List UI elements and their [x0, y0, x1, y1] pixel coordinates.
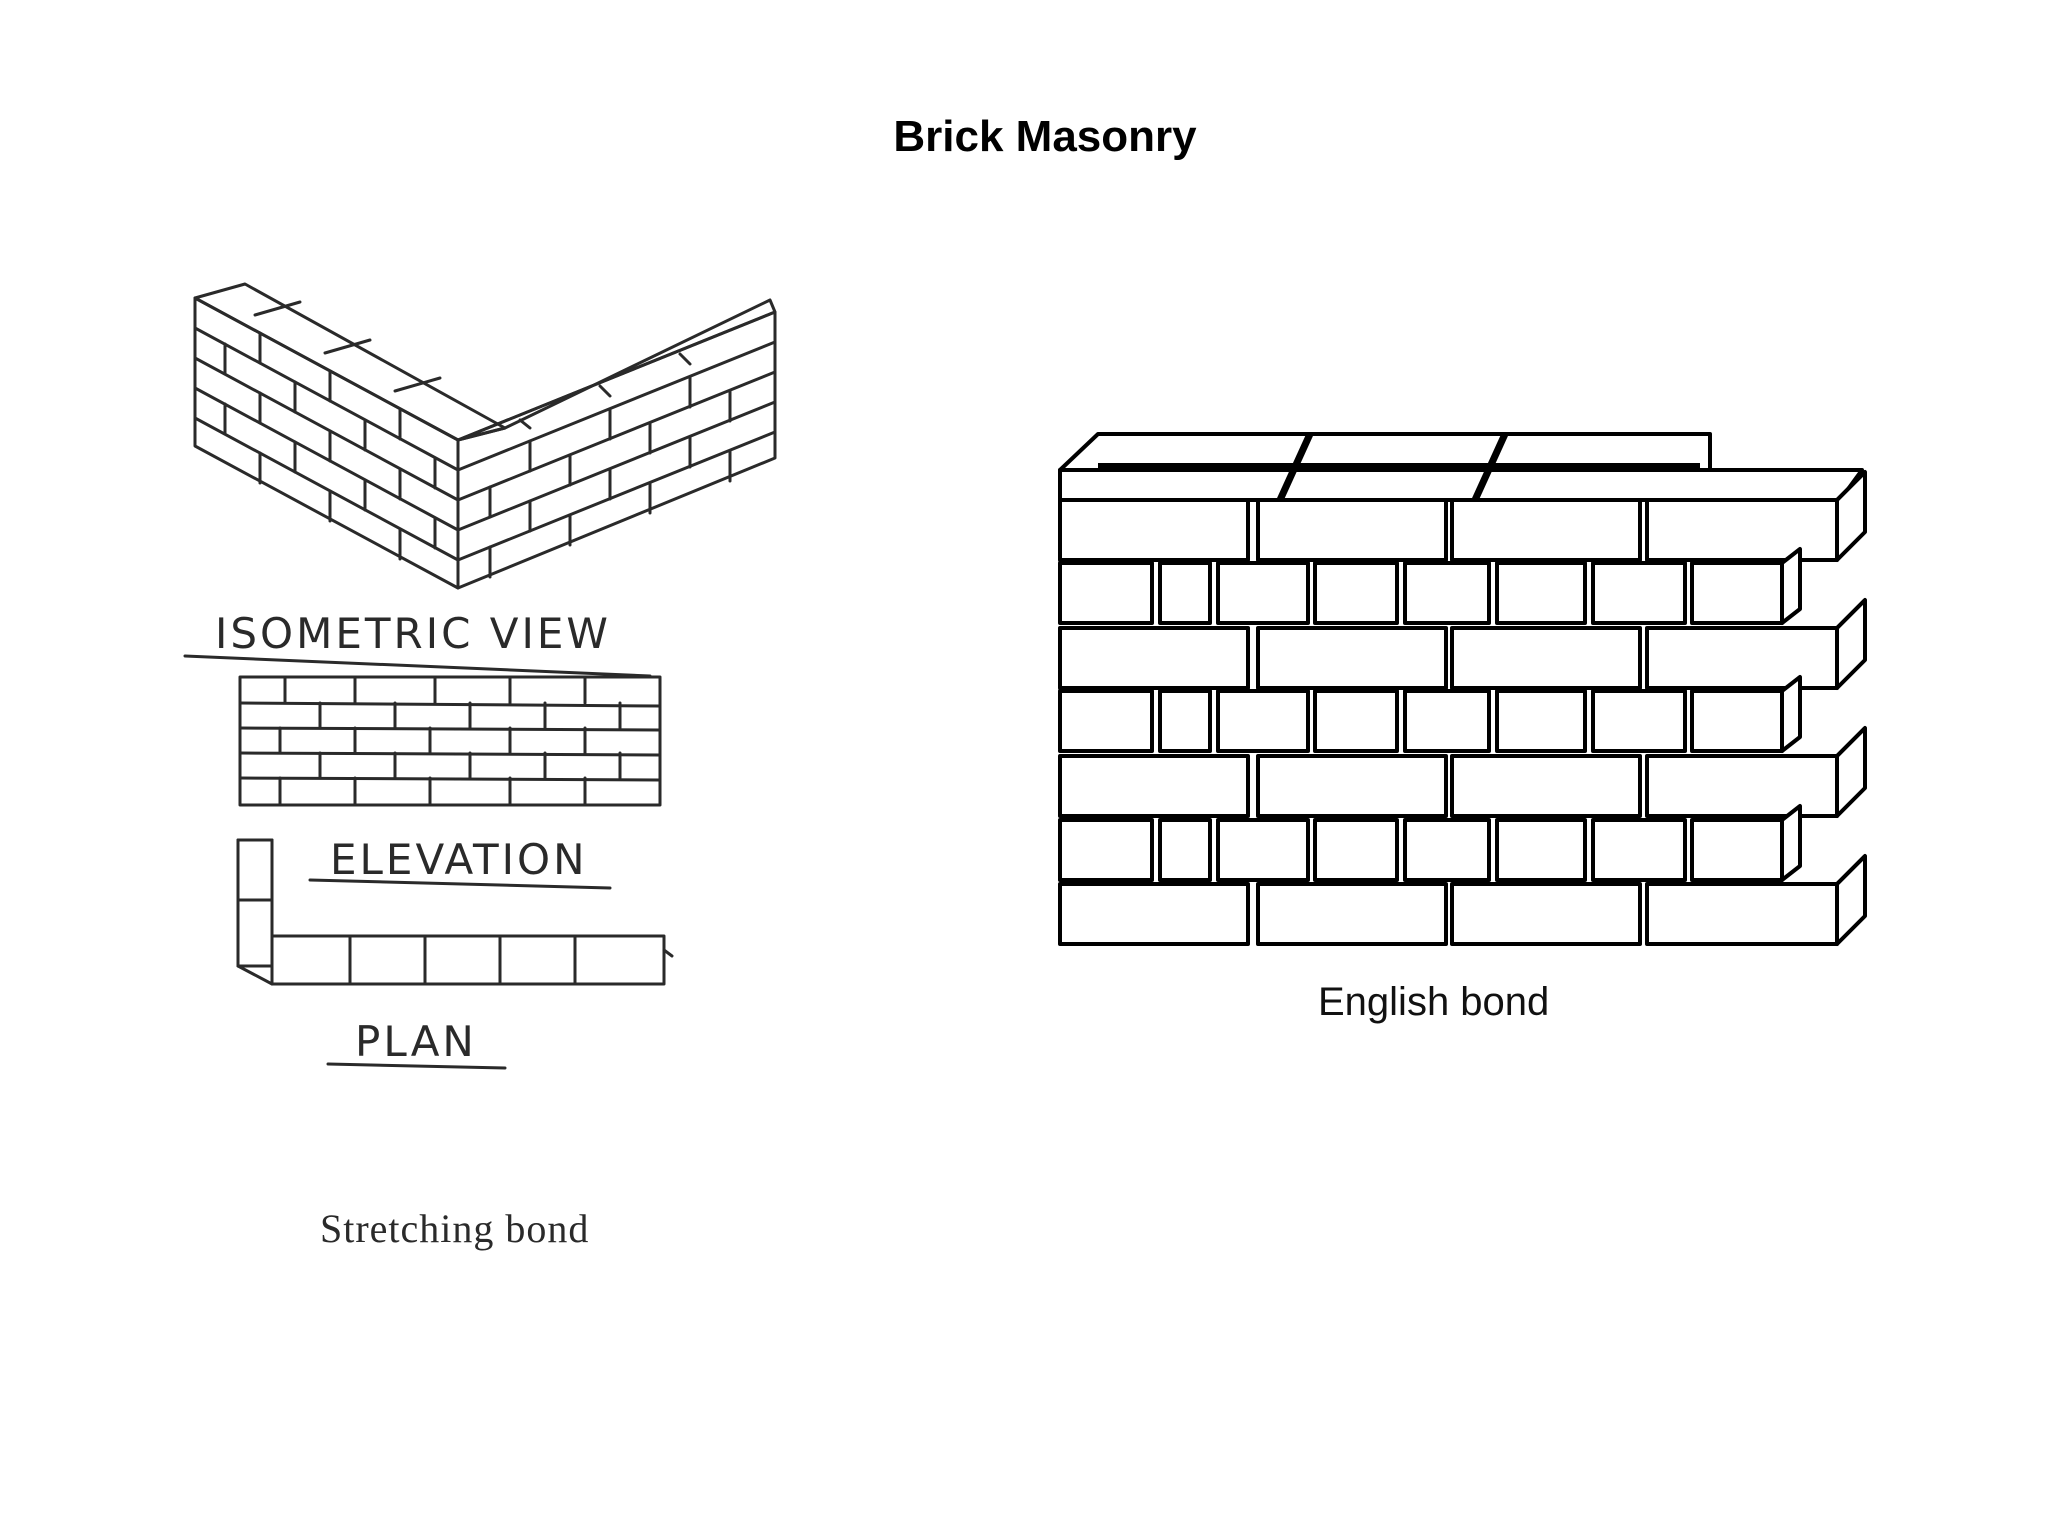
plan-underline	[326, 1062, 507, 1070]
english-stretcher-brick	[1256, 626, 1448, 690]
isometric-right-wall	[456, 298, 777, 590]
english-stretcher-brick	[1645, 626, 1839, 690]
english-stretcher-brick	[1256, 754, 1448, 818]
english-header-brick	[1313, 561, 1399, 625]
english-header-brick	[1403, 818, 1491, 882]
plan-label: PLAN	[355, 1017, 477, 1066]
english-stretcher-edge	[1835, 470, 1867, 502]
english-stretcher-brick	[1450, 626, 1642, 690]
isometric-view-label: ISOMETRIC VIEW	[215, 609, 611, 658]
english-header-brick	[1058, 561, 1154, 625]
english-header-brick	[1058, 689, 1154, 753]
english-stretcher-brick	[1058, 626, 1250, 690]
english-header-end	[1780, 547, 1802, 625]
english-header-end	[1780, 675, 1802, 753]
english-stretcher-brick	[1256, 498, 1448, 562]
english-header-brick	[1690, 818, 1784, 882]
english-header-brick	[1591, 689, 1687, 753]
english-stretcher-brick	[1058, 754, 1250, 818]
english-header-brick	[1313, 818, 1399, 882]
english-header-brick	[1216, 689, 1310, 753]
english-stretcher-edge	[1835, 598, 1867, 630]
english-bond-caption: English bond	[1318, 980, 1549, 1024]
english-header-brick	[1216, 818, 1310, 882]
english-header-end	[1780, 804, 1802, 882]
english-stretcher-brick	[1450, 754, 1642, 818]
english-header-brick	[1591, 818, 1687, 882]
english-header-brick	[1495, 689, 1587, 753]
slide-title: Brick Masonry	[893, 112, 1197, 161]
english-header-brick	[1313, 689, 1399, 753]
english-header-brick	[1495, 561, 1587, 625]
english-stretcher-brick	[1450, 882, 1642, 946]
english-header-brick	[1403, 561, 1491, 625]
english-header-brick	[1690, 561, 1784, 625]
english-header-brick	[1403, 689, 1491, 753]
english-stretcher-brick	[1645, 882, 1839, 946]
english-header-brick	[1158, 818, 1212, 882]
plan-view	[236, 838, 674, 986]
english-header-brick	[1690, 689, 1784, 753]
english-stretcher-brick	[1645, 754, 1839, 818]
english-top-front	[1058, 468, 1864, 502]
elevation-underline	[308, 878, 612, 890]
english-stretcher-brick	[1645, 498, 1839, 562]
elevation-wall	[238, 675, 662, 807]
english-stretcher-edge	[1835, 854, 1867, 886]
english-header-brick	[1495, 818, 1587, 882]
english-stretcher-brick	[1058, 498, 1250, 562]
english-header-brick	[1591, 561, 1687, 625]
english-header-brick	[1058, 818, 1154, 882]
english-stretcher-brick	[1058, 882, 1250, 946]
english-stretcher-brick	[1256, 882, 1448, 946]
english-header-brick	[1216, 561, 1310, 625]
english-header-brick	[1158, 689, 1212, 753]
isometric-underline	[183, 654, 652, 678]
stretching-bond-caption: Stretching bond	[320, 1206, 589, 1251]
elevation-label: ELEVATION	[330, 835, 588, 884]
english-stretcher-brick	[1450, 498, 1642, 562]
english-header-brick	[1158, 561, 1212, 625]
english-stretcher-edge	[1835, 726, 1867, 758]
